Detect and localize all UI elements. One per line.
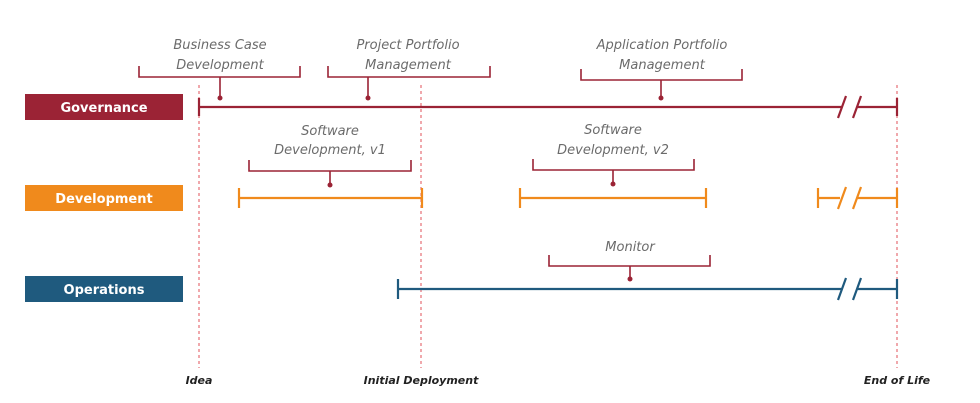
milestone-idea: Idea bbox=[186, 374, 213, 387]
bracket-project-portfolio: Project Portfolio Management bbox=[327, 38, 491, 101]
activity-label: Management bbox=[619, 58, 706, 73]
bracket-software-v2: Software Development, v2 bbox=[532, 123, 695, 187]
lane-development: Development bbox=[25, 185, 183, 211]
lane-label: Development bbox=[55, 192, 152, 207]
activity-label: Software bbox=[584, 123, 642, 138]
activity-label: Development, v1 bbox=[274, 143, 386, 158]
bracket-software-v1: Software Development, v1 bbox=[248, 124, 412, 188]
bracket-application-portfolio: Application Portfolio Management bbox=[580, 38, 743, 101]
lane-label: Governance bbox=[60, 101, 147, 116]
milestone-lines bbox=[198, 85, 898, 368]
milestone-end-of-life: End of Life bbox=[864, 374, 931, 387]
milestone-initial-deployment: Initial Deployment bbox=[364, 374, 479, 387]
activity-label: Development, v2 bbox=[557, 143, 669, 158]
governance-timeline bbox=[197, 95, 899, 119]
activity-label: Business Case bbox=[173, 38, 266, 53]
development-timeline bbox=[237, 186, 899, 210]
activity-label: Monitor bbox=[605, 240, 656, 255]
lane-governance: Governance bbox=[25, 94, 183, 120]
break-icon bbox=[836, 95, 848, 119]
lane-operations: Operations bbox=[25, 276, 183, 302]
break-icon bbox=[836, 277, 848, 301]
operations-timeline bbox=[396, 277, 899, 301]
activity-label: Development bbox=[176, 58, 264, 73]
bracket-business-case: Business Case Development bbox=[138, 38, 301, 101]
activity-label: Project Portfolio bbox=[356, 38, 459, 53]
activity-label: Software bbox=[301, 124, 359, 139]
break-icon bbox=[836, 186, 848, 210]
activity-label: Application Portfolio bbox=[596, 38, 728, 53]
lane-label: Operations bbox=[64, 283, 145, 298]
activity-label: Management bbox=[365, 58, 452, 73]
bracket-monitor: Monitor bbox=[548, 240, 711, 282]
